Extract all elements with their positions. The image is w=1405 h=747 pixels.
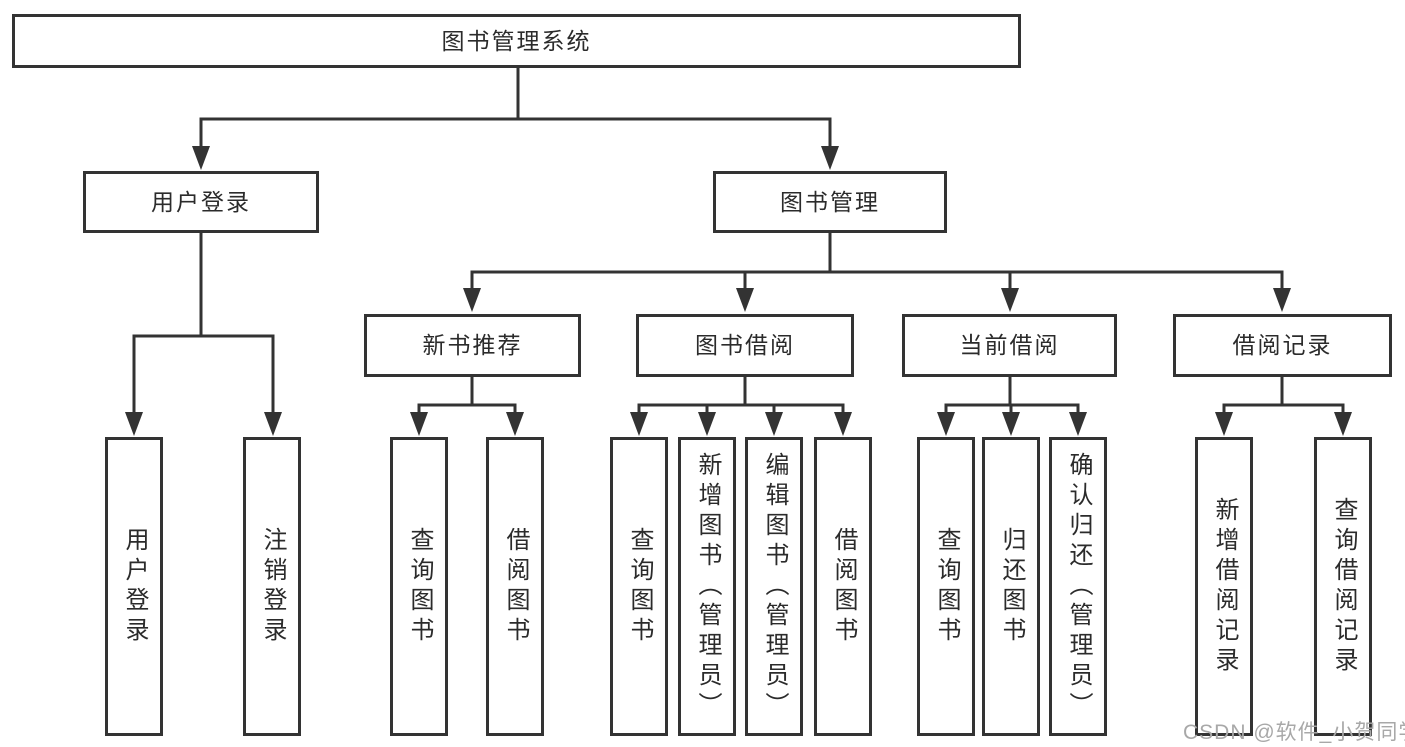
- node-user-login-label: 用户登录: [151, 188, 251, 215]
- node-user-login: 用户登录: [83, 171, 319, 233]
- leaf-bb-edit-book-admin: 编辑图书（管理员）: [745, 437, 803, 736]
- node-library-management-system: 图书管理系统: [12, 14, 1021, 68]
- leaf-logout: 注销登录: [243, 437, 301, 736]
- node-new-book-recommend-label: 新书推荐: [422, 332, 523, 358]
- leaf-bb-query-book-label: 查询图书: [626, 526, 653, 647]
- node-new-book-recommend: 新书推荐: [364, 314, 581, 377]
- leaf-bb-borrow-book: 借阅图书: [814, 437, 872, 736]
- node-borrow-records-label: 借阅记录: [1232, 332, 1333, 358]
- leaf-bb-edit-book-admin-label: 编辑图书（管理员）: [761, 451, 788, 722]
- leaf-br-add-record-label: 新增借阅记录: [1211, 496, 1238, 677]
- node-borrow-records: 借阅记录: [1173, 314, 1392, 377]
- leaf-cb-return-book: 归还图书: [982, 437, 1040, 736]
- leaf-nb-query-book: 查询图书: [390, 437, 448, 736]
- node-current-borrow-label: 当前借阅: [959, 332, 1060, 358]
- leaf-bb-query-book: 查询图书: [610, 437, 668, 736]
- leaf-user-login-label: 用户登录: [121, 526, 148, 647]
- arrowheads: [125, 146, 1352, 436]
- node-book-borrow: 图书借阅: [636, 314, 854, 377]
- csdn-watermark: CSDN @软件_小贺同学: [1183, 721, 1405, 744]
- node-book-management-label: 图书管理: [780, 188, 880, 215]
- leaf-br-query-record: 查询借阅记录: [1314, 437, 1372, 736]
- leaf-nb-query-book-label: 查询图书: [406, 526, 433, 647]
- leaf-user-login: 用户登录: [105, 437, 163, 736]
- node-library-management-system-label: 图书管理系统: [441, 27, 592, 54]
- leaf-br-add-record: 新增借阅记录: [1195, 437, 1253, 736]
- leaf-bb-add-book-admin-label: 新增图书（管理员）: [694, 451, 721, 722]
- leaf-bb-borrow-book-label: 借阅图书: [830, 526, 857, 647]
- leaf-nb-borrow-book: 借阅图书: [486, 437, 544, 736]
- node-current-borrow: 当前借阅: [902, 314, 1117, 377]
- leaf-logout-label: 注销登录: [259, 526, 286, 647]
- leaf-nb-borrow-book-label: 借阅图书: [502, 526, 529, 647]
- leaf-cb-query-book: 查询图书: [917, 437, 975, 736]
- node-book-management: 图书管理: [713, 171, 947, 233]
- leaf-cb-query-book-label: 查询图书: [933, 526, 960, 647]
- leaf-br-query-record-label: 查询借阅记录: [1330, 496, 1357, 677]
- leaf-cb-return-book-label: 归还图书: [998, 526, 1025, 647]
- node-book-borrow-label: 图书借阅: [695, 332, 795, 358]
- leaf-cb-confirm-return-admin-label: 确认归还（管理员）: [1065, 451, 1092, 722]
- leaf-cb-confirm-return-admin: 确认归还（管理员）: [1049, 437, 1107, 736]
- leaf-bb-add-book-admin: 新增图书（管理员）: [678, 437, 736, 736]
